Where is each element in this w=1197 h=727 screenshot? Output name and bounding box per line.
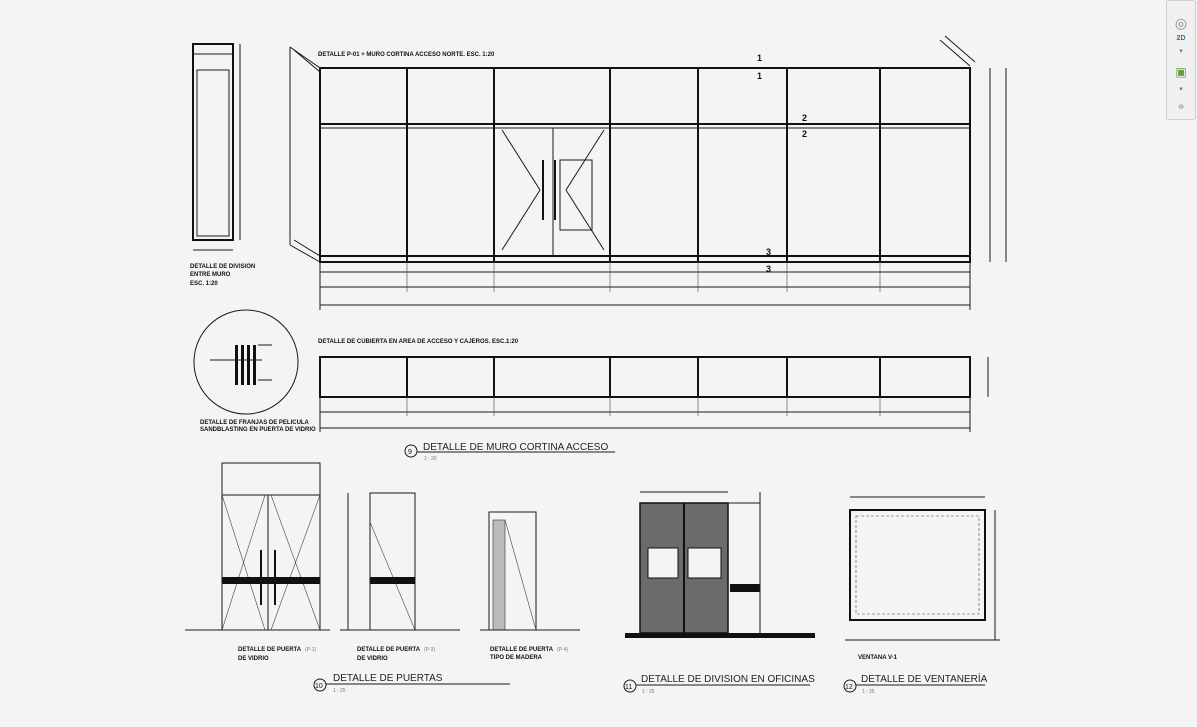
door-p1-detail: DETALLE DE PUERTA DE VIDRIO (P-1) xyxy=(185,462,330,662)
door-p4-detail: DETALLE DE PUERTA TIPO DE MADERA (P-4) xyxy=(480,511,580,661)
view-scale: 1 : 25 xyxy=(642,689,655,695)
door-p1-label-2: DE VIDRIO xyxy=(238,656,269,662)
view-title-9: 9 DETALLE DE MURO CORTINA ACCESO 1 : 20 xyxy=(404,442,615,462)
view-scale: 1 : 25 xyxy=(333,688,346,694)
view-scale: 1 : 25 xyxy=(862,689,875,695)
section-marker-3[interactable]: 3 xyxy=(766,247,771,257)
cover-elevation: DETALLE DE CUBIERTA EN AREA DE ACCESO Y … xyxy=(318,339,989,432)
section-marker-2b[interactable]: 2 xyxy=(802,129,807,139)
division-detail: DETALLE DE DIVISION ENTRE MURO ESC. 1:20 xyxy=(190,43,255,287)
curtain-wall-elevation: DETALLE P-01 + MURO CORTINA ACCESO NORTE… xyxy=(289,35,1007,310)
section-marker-1b[interactable]: 1 xyxy=(757,71,762,81)
division-label-3: ESC. 1:20 xyxy=(190,281,218,287)
view-number: 10 xyxy=(315,683,323,690)
door-p1-code: (P-1) xyxy=(305,647,316,653)
navigation-bar[interactable]: ◎ 2D ▾ ▣ ▾ ⊖ xyxy=(1166,0,1196,120)
view-scale: 1 : 20 xyxy=(424,456,437,462)
view-number: 9 xyxy=(408,449,412,456)
division-label: DETALLE DE DIVISION xyxy=(190,264,255,270)
film-label-2: SANDBLASTING EN PUERTA DE VIDRIO xyxy=(200,427,316,433)
view-mode-2d[interactable]: 2D xyxy=(1176,35,1186,42)
door-p4-label: DETALLE DE PUERTA xyxy=(490,647,554,653)
film-label: DETALLE DE FRANJAS DE PELICULA xyxy=(200,420,310,426)
door-p3-label-2: DE VIDRIO xyxy=(357,656,388,662)
window-label: VENTANA V-1 xyxy=(858,655,898,661)
zoom-window-icon[interactable]: ▣ xyxy=(1175,65,1187,79)
view-number: 11 xyxy=(625,684,632,691)
chevron-down-icon[interactable]: ▾ xyxy=(1179,48,1183,55)
view-title: DETALLE DE DIVISION EN OFICINAS xyxy=(641,674,815,685)
view-title: DETALLE DE VENTANERÍA xyxy=(861,672,988,685)
door-p3-code: (P-3) xyxy=(424,647,435,653)
door-p3-label: DETALLE DE PUERTA xyxy=(357,647,421,653)
view-title-10: 10 DETALLE DE PUERTAS 1 : 25 xyxy=(313,673,510,694)
film-strip-detail: DETALLE DE FRANJAS DE PELICULA SANDBLAST… xyxy=(193,309,316,433)
view-title: DETALLE DE PUERTAS xyxy=(333,673,443,684)
door-p4-code: (P-4) xyxy=(557,647,568,653)
door-p1-label: DETALLE DE PUERTA xyxy=(238,647,302,653)
view-title-11: 11 DETALLE DE DIVISION EN OFICINAS 1 : 2… xyxy=(623,674,815,695)
office-division-detail xyxy=(625,491,815,638)
window-detail: VENTANA V-1 xyxy=(845,496,1000,661)
section-marker-3b[interactable]: 3 xyxy=(766,264,771,274)
view-cube-icon[interactable]: ◎ xyxy=(1174,15,1188,31)
view-title-12: 12 DETALLE DE VENTANERÍA 1 : 25 xyxy=(843,672,988,695)
chevron-down-icon[interactable]: ▾ xyxy=(1179,86,1183,93)
door-p3-detail: DETALLE DE PUERTA DE VIDRIO (P-3) xyxy=(340,492,460,662)
elevation-title: DETALLE P-01 + MURO CORTINA ACCESO NORTE… xyxy=(318,52,495,58)
section-marker-2[interactable]: 2 xyxy=(802,113,807,123)
view-title: DETALLE DE MURO CORTINA ACCESO xyxy=(423,442,608,453)
division-label-2: ENTRE MURO xyxy=(190,272,231,278)
section-marker-1[interactable]: 1 xyxy=(757,53,762,63)
door-p4-label-2: TIPO DE MADERA xyxy=(490,655,543,661)
cover-title: DETALLE DE CUBIERTA EN AREA DE ACCESO Y … xyxy=(318,339,519,345)
view-number: 12 xyxy=(845,684,853,691)
collapse-icon[interactable]: ⊖ xyxy=(1178,104,1184,111)
